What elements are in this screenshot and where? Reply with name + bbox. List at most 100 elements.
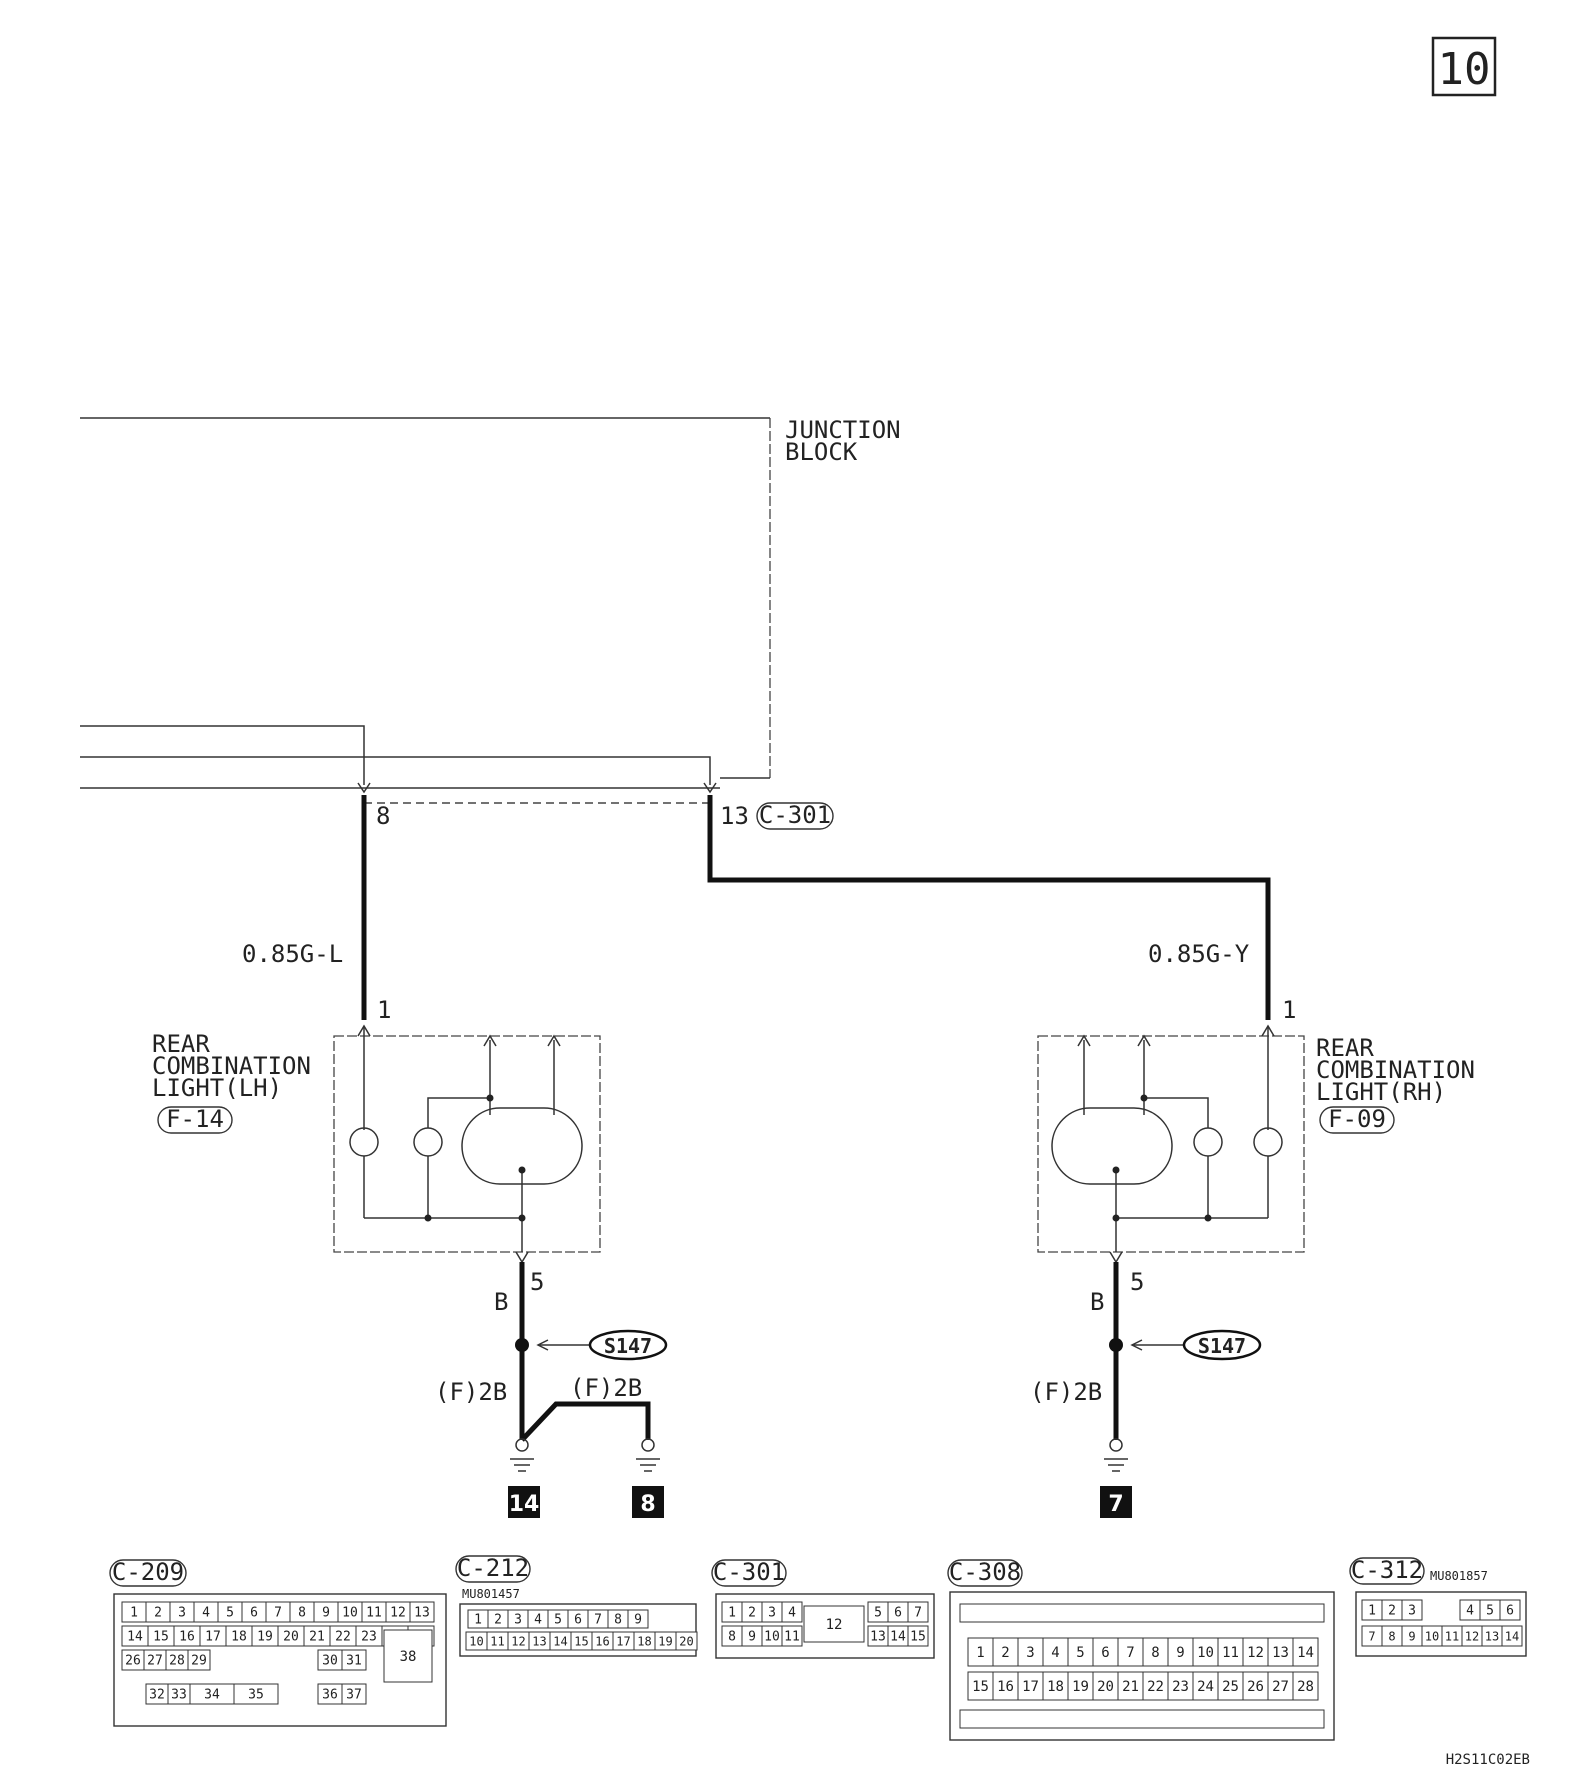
connector-pin-cell	[803, 1605, 865, 1643]
connector-pin-cell	[907, 1625, 929, 1647]
bulb-icon	[349, 1127, 379, 1157]
rh-pin-5: 5	[1130, 1268, 1144, 1296]
connector-pin-label: 12	[511, 1634, 525, 1648]
connector-pin-label: 5	[1486, 1604, 1494, 1619]
connector-pin-label: 19	[257, 1630, 273, 1645]
connector-pin-cell	[1217, 1671, 1244, 1701]
connector-pin-label: 2	[1388, 1604, 1396, 1619]
connector-pin-label: 7	[594, 1613, 602, 1628]
connector-pin-label: 20	[283, 1630, 299, 1645]
connector-pin-label: 26	[125, 1654, 141, 1669]
connector-pin-label: 4	[534, 1613, 542, 1628]
connector-pin-label: 21	[1122, 1679, 1139, 1695]
connector-pin-cell	[233, 1683, 279, 1705]
connector-pin-label: 14	[890, 1630, 906, 1645]
connector-pin-label: 7	[914, 1606, 922, 1621]
connector-pin-label: 17	[205, 1630, 221, 1645]
connector-c301-pins: 8 13 C-301	[364, 801, 834, 830]
c301-connector-badge	[756, 802, 834, 830]
lh-label-1: REAR	[152, 1030, 210, 1058]
lh-pin-5: 5	[530, 1268, 544, 1296]
connector-pin-label: 1	[728, 1606, 736, 1621]
connector-pin-label: 1	[1368, 1604, 1376, 1619]
splice-s147-label: S147	[604, 1334, 652, 1358]
junction-block-label-2: BLOCK	[785, 438, 858, 466]
connector-pin-cell	[187, 1649, 211, 1671]
rh-pin-1: 1	[1282, 996, 1296, 1024]
connector-pin-label: 37	[346, 1688, 362, 1703]
connector-pin-label: 10	[764, 1630, 780, 1645]
connector-pin-cell	[1242, 1637, 1269, 1667]
connector-pin-label: 5	[226, 1606, 234, 1621]
feed-wires	[80, 725, 720, 794]
connector-pin-label: 6	[1101, 1645, 1109, 1661]
splice-s147-rh-label: S147	[1198, 1334, 1246, 1358]
connector-pin-label: 26	[1247, 1679, 1264, 1695]
connector-pin-label: 11	[490, 1634, 504, 1648]
connector-pin-label: 14	[553, 1634, 567, 1648]
lh-label-2: COMBINATION	[152, 1052, 311, 1080]
connector-pin-label: 20	[1097, 1679, 1114, 1695]
bulb-icon	[1193, 1127, 1223, 1157]
connector-pin-label: 3	[514, 1613, 522, 1628]
bulb-icon	[413, 1127, 443, 1157]
svg-text:MU801857: MU801857	[1430, 1569, 1488, 1583]
connector-pin-label: 36	[322, 1688, 338, 1703]
connector-pin-label: 2	[1001, 1645, 1009, 1661]
connector-pin-label: 11	[1222, 1645, 1239, 1661]
bulb-icon	[1253, 1127, 1283, 1157]
connector-pin-label: 16	[595, 1634, 609, 1648]
connector-pin-label: 13	[1272, 1645, 1289, 1661]
connector-pin-cell	[1192, 1637, 1219, 1667]
connector-pin-cell	[1499, 1599, 1521, 1621]
connector-pin-cell	[992, 1637, 1019, 1667]
connector-pin-label: 15	[910, 1630, 926, 1645]
connector-pin-label: 2	[154, 1606, 162, 1621]
rh-connector-label: F-09	[1328, 1105, 1386, 1133]
svg-text:C-312: C-312	[1351, 1556, 1423, 1584]
connector-pin-label: 8	[1388, 1629, 1395, 1643]
connector-pin-cell	[1192, 1671, 1219, 1701]
connector-pin-label: 18	[637, 1634, 651, 1648]
connector-pin-cell	[1142, 1671, 1169, 1701]
connector-pin-label: 15	[153, 1630, 169, 1645]
connector-pin-label: 3	[768, 1606, 776, 1621]
connector-pin-label: 1	[474, 1613, 482, 1628]
lh-ground-path: 5 B (F)2B (F)2B S147 14 8	[435, 1251, 668, 1518]
page-number-box	[1431, 36, 1497, 97]
pin-8-label: 8	[376, 802, 390, 830]
connector-pin-cell	[1042, 1637, 1069, 1667]
connector-pin-label: 28	[169, 1654, 185, 1669]
connector-pin-label: 8	[1151, 1645, 1159, 1661]
connector-pin-label: 9	[322, 1606, 330, 1621]
connector-pin-cell	[1267, 1671, 1294, 1701]
rh-wire-f2b: (F)2B	[1030, 1378, 1102, 1406]
connector-pin-label: 7	[1126, 1645, 1134, 1661]
connector-pin-label: 21	[309, 1630, 325, 1645]
rh-label-1: REAR	[1316, 1034, 1374, 1062]
connector-pin-cell	[1292, 1637, 1319, 1667]
connector-pin-label: 17	[1022, 1679, 1039, 1695]
rh-wire-b: B	[1090, 1288, 1104, 1316]
connector-pin-label: 14	[127, 1630, 143, 1645]
rear-combination-light-lh: REAR COMBINATION LIGHT(LH) F-14	[152, 1024, 601, 1253]
connector-pin-cell	[1067, 1637, 1094, 1667]
connector-pin-label: 14	[1297, 1645, 1314, 1661]
connector-pin-cell	[675, 1631, 698, 1651]
document-code: H2S11C02EB	[1446, 1752, 1530, 1768]
connector-pin-cell	[1017, 1671, 1044, 1701]
connector-pin-label: 11	[1445, 1629, 1459, 1643]
splice-s147-rh	[1182, 1329, 1262, 1361]
connector-pin-label: 6	[1506, 1604, 1514, 1619]
connector-pin-label: 38	[400, 1649, 417, 1665]
connector-pin-label: 25	[1222, 1679, 1239, 1695]
splice-s147	[588, 1329, 668, 1361]
svg-text:MU801457: MU801457	[462, 1587, 520, 1601]
connector-pin-label: 13	[414, 1606, 430, 1621]
connector-pin-label: 18	[231, 1630, 247, 1645]
connector-pin-label: 10	[1425, 1629, 1439, 1643]
connector-pin-cell	[1267, 1637, 1294, 1667]
connector-pin-label: 9	[1176, 1645, 1184, 1661]
